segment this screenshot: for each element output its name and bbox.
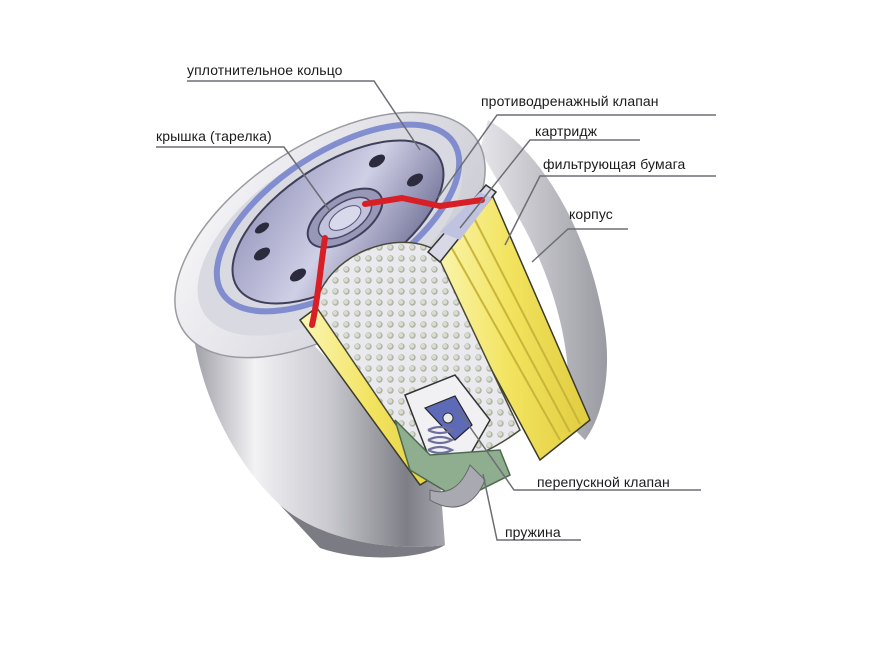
anti-drain-valve (309, 195, 485, 328)
leader-housing (531, 228, 628, 263)
leader-o-ring (187, 80, 421, 151)
spring-coils (427, 425, 455, 455)
label-spring: пружина (505, 524, 561, 540)
label-cover: крышка (тарелка) (156, 128, 272, 144)
leader-spring (482, 473, 581, 541)
housing-right-wall (480, 120, 608, 440)
label-filter-paper: фильтрующая бумага (543, 156, 686, 172)
label-housing: корпус (569, 206, 613, 222)
leader-bypass-valve (457, 409, 701, 491)
housing-bottom (429, 464, 486, 508)
leader-cover (156, 146, 331, 212)
label-anti-drain-valve: противодренажный клапан (481, 93, 659, 109)
label-cartridge: картридж (535, 123, 598, 139)
leader-lines (156, 80, 716, 541)
leader-filter-paper (504, 175, 716, 246)
bypass-valve (404, 374, 491, 461)
cover-holes (253, 154, 424, 282)
label-bypass-valve: перепускной клапан (537, 474, 670, 490)
leader-cartridge (459, 139, 640, 229)
leader-anti-drain-valve (437, 114, 716, 199)
label-o-ring: уплотнительное кольцо (187, 62, 343, 78)
